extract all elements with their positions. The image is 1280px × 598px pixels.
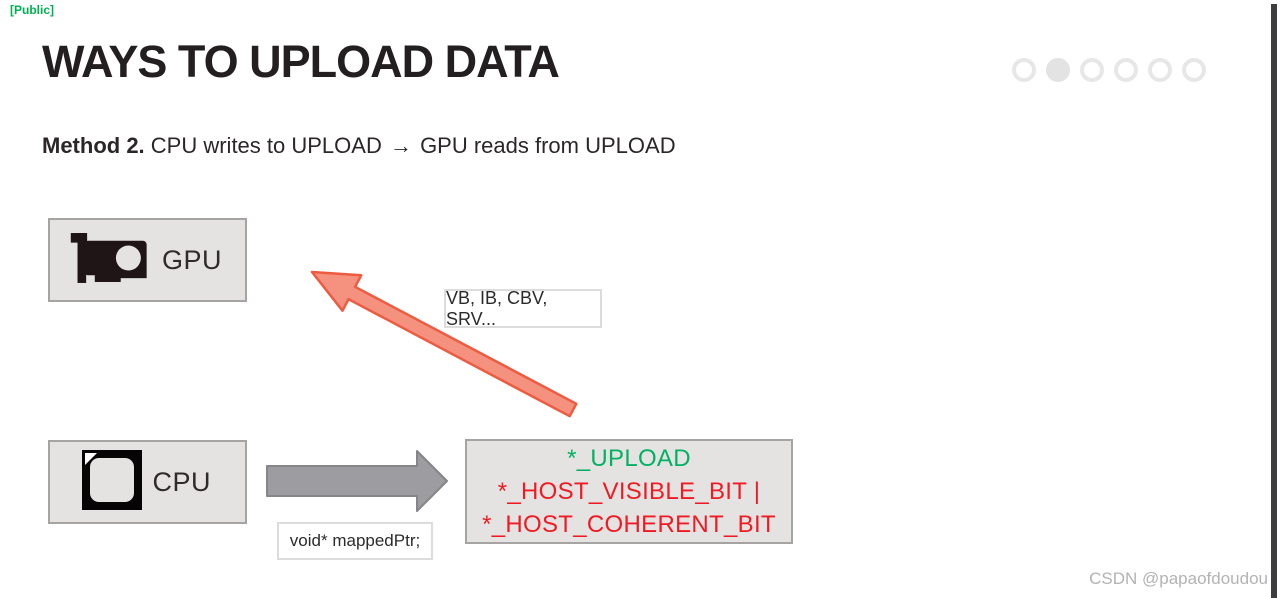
subtitle-text-before: CPU writes to UPLOAD xyxy=(144,133,388,158)
cpu-chip-icon xyxy=(82,449,142,515)
gpu-card-icon xyxy=(66,227,162,294)
pagination-dot[interactable] xyxy=(1148,58,1172,82)
upload-flag-line: *_UPLOAD xyxy=(567,445,691,472)
cpu-label: CPU xyxy=(152,466,211,497)
method-subtitle: Method 2. CPU writes to UPLOAD → GPU rea… xyxy=(42,133,676,159)
pagination-dot[interactable] xyxy=(1182,58,1206,82)
host-visible-flag-line: *_HOST_VISIBLE_BIT | xyxy=(497,478,761,505)
right-arrow-glyph: → xyxy=(389,133,412,158)
method-number: Method 2. xyxy=(42,133,145,158)
pagination-dot-active[interactable] xyxy=(1046,58,1070,82)
resource-types-label: VB, IB, CBV, SRV... xyxy=(444,288,602,329)
subtitle-text-after: GPU reads from UPLOAD xyxy=(413,133,676,158)
pagination-dot[interactable] xyxy=(1080,58,1104,82)
watermark: CSDN @papaofdoudou xyxy=(1089,569,1268,588)
page-title: WAYS TO UPLOAD DATA xyxy=(42,36,560,87)
upload-memory-node: *_UPLOAD *_HOST_VISIBLE_BIT | *_HOST_COH… xyxy=(465,439,793,544)
gpu-node: GPU xyxy=(48,218,247,302)
mapped-ptr-label: void* mappedPtr; xyxy=(277,522,433,560)
host-coherent-flag-line: *_HOST_COHERENT_BIT xyxy=(482,511,776,538)
cpu-write-arrow xyxy=(266,450,448,512)
pagination-dot[interactable] xyxy=(1114,58,1138,82)
cpu-node: CPU xyxy=(48,440,247,524)
gpu-label: GPU xyxy=(162,244,223,275)
classification-label: [Public] xyxy=(10,3,54,17)
pagination-dot[interactable] xyxy=(1012,58,1036,82)
window-edge-bar xyxy=(1271,4,1277,598)
pagination-dots xyxy=(1012,58,1206,82)
